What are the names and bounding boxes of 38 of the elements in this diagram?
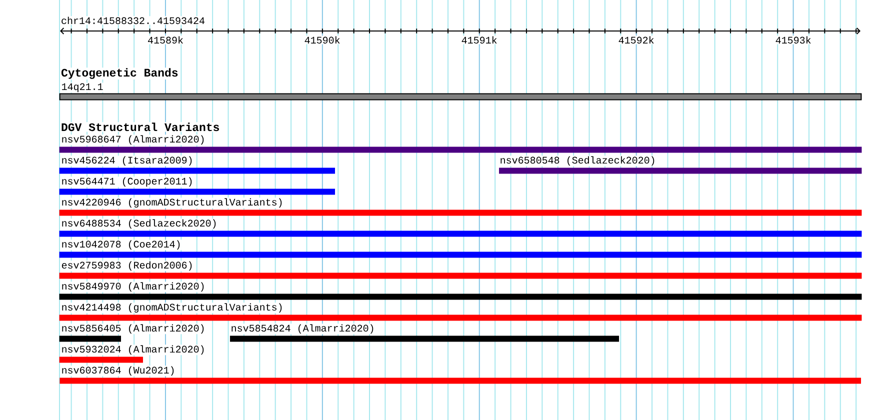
node-label: nsv6488534 (Sedlazeck2020) — [62, 219, 216, 229]
tick-label: 41591k — [460, 36, 498, 44]
node-label: nsv1042078 (Coe2014) — [62, 240, 180, 250]
variant-bar: nsv456224 (Itsara2009) — [59, 156, 335, 174]
node-label: nsv564471 (Cooper2011) — [62, 177, 192, 187]
variant-bar: nsv5854824 (Almarri2020) — [230, 324, 619, 342]
variant-bar: nsv5849970 (Almarri2020) — [59, 282, 862, 300]
variant-bar: nsv5856405 (Almarri2020) — [59, 324, 206, 342]
variant-bar: nsv6488534 (Sedlazeck2020) — [59, 218, 862, 237]
variant-bar: nsv6580548 (Sedlazeck2020) — [499, 156, 862, 174]
title: chr14:41588332..41593424 — [60, 16, 206, 25]
node-label: nsv5932024 (Almarri2020) — [62, 345, 204, 355]
node-label: nsv5968647 (Almarri2020) — [62, 135, 204, 145]
variant-bar: nsv5932024 (Almarri2020) — [59, 344, 206, 363]
variant-bar: nsv6037864 (Wu2021) — [60, 366, 862, 384]
track-heading: Cytogenetic Bands — [60, 68, 179, 80]
tick-label: 41593k — [774, 36, 812, 44]
variant-bar: nsv1042078 (Coe2014) — [59, 240, 862, 258]
band-bar: 14q21.1 — [59, 82, 862, 100]
track-heading: DGV Structural Variants — [60, 122, 220, 132]
node-label: nsv4214498 (gnomADStructuralVariants) — [62, 303, 282, 313]
node-label: nsv6580548 (Sedlazeck2020) — [500, 156, 654, 166]
node-label: nsv456224 (Itsara2009) — [62, 156, 192, 166]
variant-bar: nsv564471 (Cooper2011) — [59, 176, 335, 195]
tick-label: 41592k — [618, 36, 655, 44]
variant-bar: nsv4214498 (gnomADStructuralVariants) — [59, 302, 862, 321]
node-label: nsv6037864 (Wu2021) — [62, 366, 174, 376]
node-label: nsv5854824 (Almarri2020) — [232, 324, 374, 334]
node-label: esv2759983 (Redon2006) — [62, 261, 192, 271]
node-label: nsv5849970 (Almarri2020) — [62, 282, 204, 292]
variant-bar: nsv5968647 (Almarri2020) — [59, 134, 862, 153]
tick-label: 41590k — [304, 36, 341, 44]
tick-label: 41589k — [146, 36, 184, 44]
node-label: nsv5856405 (Almarri2020) — [62, 324, 204, 334]
variant-bar: esv2759983 (Redon2006) — [59, 260, 862, 279]
variant-bar: nsv4220946 (gnomADStructuralVariants) — [59, 198, 862, 216]
node-label: 14q21.1 — [62, 83, 103, 92]
node-label: nsv4220946 (gnomADStructuralVariants) — [62, 198, 282, 208]
